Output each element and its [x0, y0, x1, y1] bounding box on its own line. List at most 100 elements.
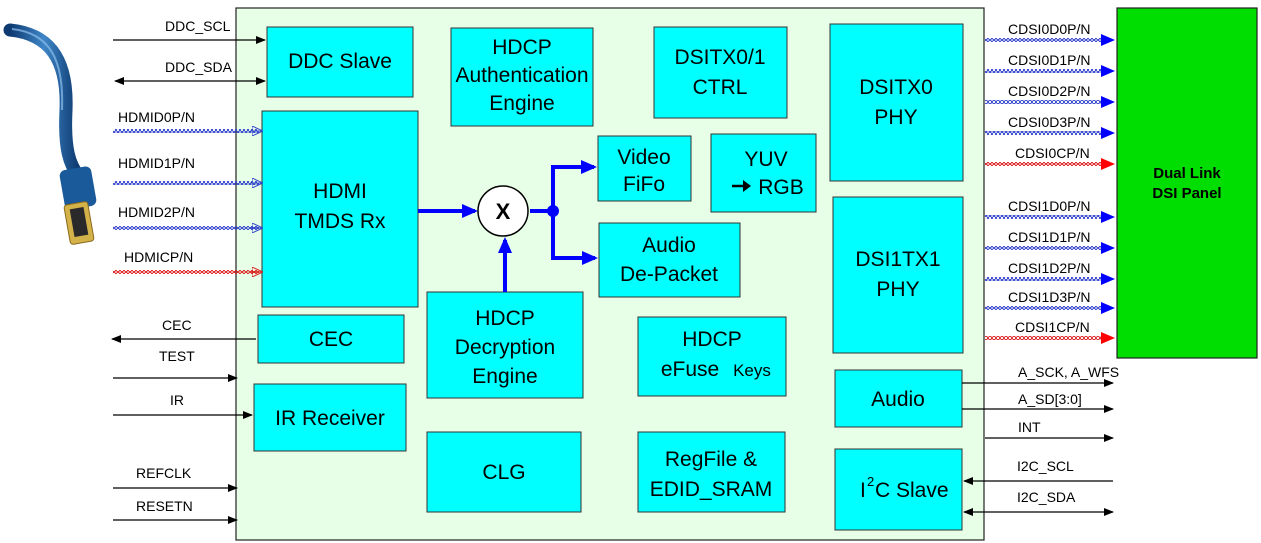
dsi-lane-label: CDSI1D2P/N — [1008, 260, 1090, 276]
dsi-panel: Dual Link DSI Panel — [1116, 7, 1258, 359]
svg-text:PHY: PHY — [876, 278, 919, 301]
dsi-lane-label: CDSI0D1P/N — [1008, 52, 1090, 68]
svg-text:Audio: Audio — [871, 388, 925, 411]
video-fifo-block: Video FiFo — [597, 135, 692, 202]
dsi-lane-line — [985, 162, 1101, 166]
svg-text:RegFile &: RegFile & — [665, 448, 757, 471]
svg-text:HDMI: HDMI — [313, 180, 367, 203]
dsi-lane-label: CDSI0D2P/N — [1008, 83, 1090, 99]
dsi-lane-arrow — [1101, 34, 1115, 46]
dsi-lane-label: CDSI1D0P/N — [1008, 198, 1090, 214]
dsi-lane-label: CDSI1D1P/N — [1008, 229, 1090, 245]
dsi-lane-arrow — [1101, 127, 1115, 139]
tmds-rx-block: HDMI TMDS Rx — [261, 110, 419, 308]
svg-text:Engine: Engine — [472, 365, 537, 388]
svg-text:CTRL: CTRL — [693, 76, 748, 99]
dsi-lane: CDSI1D0P/N — [985, 198, 1115, 223]
clg-block: CLG — [426, 431, 582, 513]
dsi-lane: CDSI0CP/N — [985, 145, 1115, 170]
dsi-lane-label: CDSI0CP/N — [1015, 145, 1090, 161]
svg-text:DSITX0: DSITX0 — [859, 76, 933, 99]
test-label: TEST — [159, 348, 195, 364]
left-signals: DDC_SCL DDC_SDA HDMID0P/N HDMID1P/N HDMI… — [111, 18, 266, 524]
svg-text:PHY: PHY — [874, 106, 917, 129]
dsi-lane: CDSI1D1P/N — [985, 229, 1115, 254]
audio-depacket-block: Audio De-Packet — [598, 222, 741, 298]
svg-text:IR Receiver: IR Receiver — [275, 407, 385, 430]
hdcp-decryption-block: HDCP Decryption Engine — [426, 291, 584, 399]
svg-text:RGB: RGB — [758, 176, 804, 199]
svg-text:DSITX0/1: DSITX0/1 — [674, 46, 765, 69]
svg-text:Authentication: Authentication — [455, 64, 588, 87]
mixer-node: X — [477, 185, 529, 237]
ir-receiver-block: IR Receiver — [253, 383, 407, 452]
dsi-lane-arrow — [1101, 242, 1115, 254]
dsi-lane-arrow — [1101, 273, 1115, 285]
svg-text:CEC: CEC — [309, 328, 353, 351]
hdcp-authentication-block: HDCP Authentication Engine — [450, 27, 594, 127]
cec-block: CEC — [257, 314, 405, 364]
dsi-lane-line — [985, 336, 1101, 340]
hdmi-cable-icon — [3, 23, 97, 245]
dsi-lane-label: CDSI0D3P/N — [1008, 114, 1090, 130]
ddc-scl-label: DDC_SCL — [165, 18, 231, 34]
hdcp-efuse-block: HDCP eFuse Keys — [637, 316, 787, 397]
svg-text:Engine: Engine — [489, 92, 554, 115]
svg-text:Audio: Audio — [642, 234, 696, 257]
dsi-lane-line — [985, 306, 1101, 310]
i2c-scl-label: I2C_SCL — [1017, 458, 1074, 474]
panel-label-line2: DSI Panel — [1152, 185, 1221, 202]
hdmi-d1-label: HDMID1P/N — [118, 155, 195, 171]
svg-text:DDC Slave: DDC Slave — [288, 50, 392, 73]
a-sck-label: A_SCK, A_WFS — [1018, 364, 1119, 380]
cec-signal-label: CEC — [162, 317, 192, 333]
dsi-lane-arrow — [1101, 65, 1115, 77]
dsitx0-phy-block: DSITX0 PHY — [829, 23, 964, 182]
dsi-lane-line — [985, 69, 1101, 73]
dsi-lane-line — [985, 131, 1101, 135]
yuv-rgb-block: YUV RGB — [710, 133, 817, 213]
svg-text:Keys: Keys — [733, 361, 771, 380]
svg-text:FiFo: FiFo — [623, 173, 665, 196]
right-signals: A_SCK, A_WFS A_SD[3:0] INT I2C_SCL I2C_S… — [962, 364, 1119, 516]
int-label: INT — [1018, 419, 1041, 435]
dsi-lane-arrow — [1101, 332, 1115, 344]
regfile-block: RegFile & EDID_SRAM — [637, 431, 786, 513]
dsi-lane-line — [985, 215, 1101, 219]
svg-text:EDID_SRAM: EDID_SRAM — [650, 478, 773, 501]
dsitx-ctrl-block: DSITX0/1 CTRL — [653, 26, 788, 119]
dsi-lane: CDSI0D0P/N — [985, 21, 1115, 46]
i2c-sda-label: I2C_SDA — [1017, 489, 1076, 505]
svg-text:Decryption: Decryption — [455, 336, 555, 359]
dsi-lane: CDSI1CP/N — [985, 319, 1115, 344]
dsi-lane-line — [985, 277, 1101, 281]
dsi-lane: CDSI1D2P/N — [985, 260, 1115, 285]
svg-text:HDCP: HDCP — [475, 307, 535, 330]
hdmi-c-label: HDMICP/N — [124, 249, 193, 265]
hdmi-d0-label: HDMID0P/N — [118, 109, 195, 125]
dsi-lane-line — [985, 246, 1101, 250]
ddc-slave-block: DDC Slave — [266, 26, 414, 98]
dsi-lane: CDSI0D3P/N — [985, 114, 1115, 139]
video-data-path: X — [418, 160, 598, 292]
svg-text:eFuse: eFuse — [661, 358, 719, 381]
dsi-lane-arrow — [1101, 158, 1115, 170]
a-sd-label: A_SD[3:0] — [1018, 391, 1082, 407]
svg-text:Video: Video — [617, 146, 670, 169]
svg-text:YUV: YUV — [744, 148, 787, 171]
refclk-label: REFCLK — [136, 465, 192, 481]
svg-text:2: 2 — [867, 474, 874, 489]
dsi-lane-label: CDSI0D0P/N — [1008, 21, 1090, 37]
svg-text:I: I — [860, 479, 866, 502]
hdmi-d2-label: HDMID2P/N — [118, 204, 195, 220]
dsi-lane: CDSI0D1P/N — [985, 52, 1115, 77]
svg-text:X: X — [496, 199, 511, 224]
svg-text:TMDS Rx: TMDS Rx — [295, 210, 386, 233]
dsi-lane-arrow — [1101, 302, 1115, 314]
svg-text:HDCP: HDCP — [492, 36, 552, 59]
audio-block: Audio — [834, 369, 963, 428]
arrow-head-icon — [743, 180, 751, 192]
dsi-lane-line — [985, 38, 1101, 42]
dsi-lane-line — [985, 100, 1101, 104]
